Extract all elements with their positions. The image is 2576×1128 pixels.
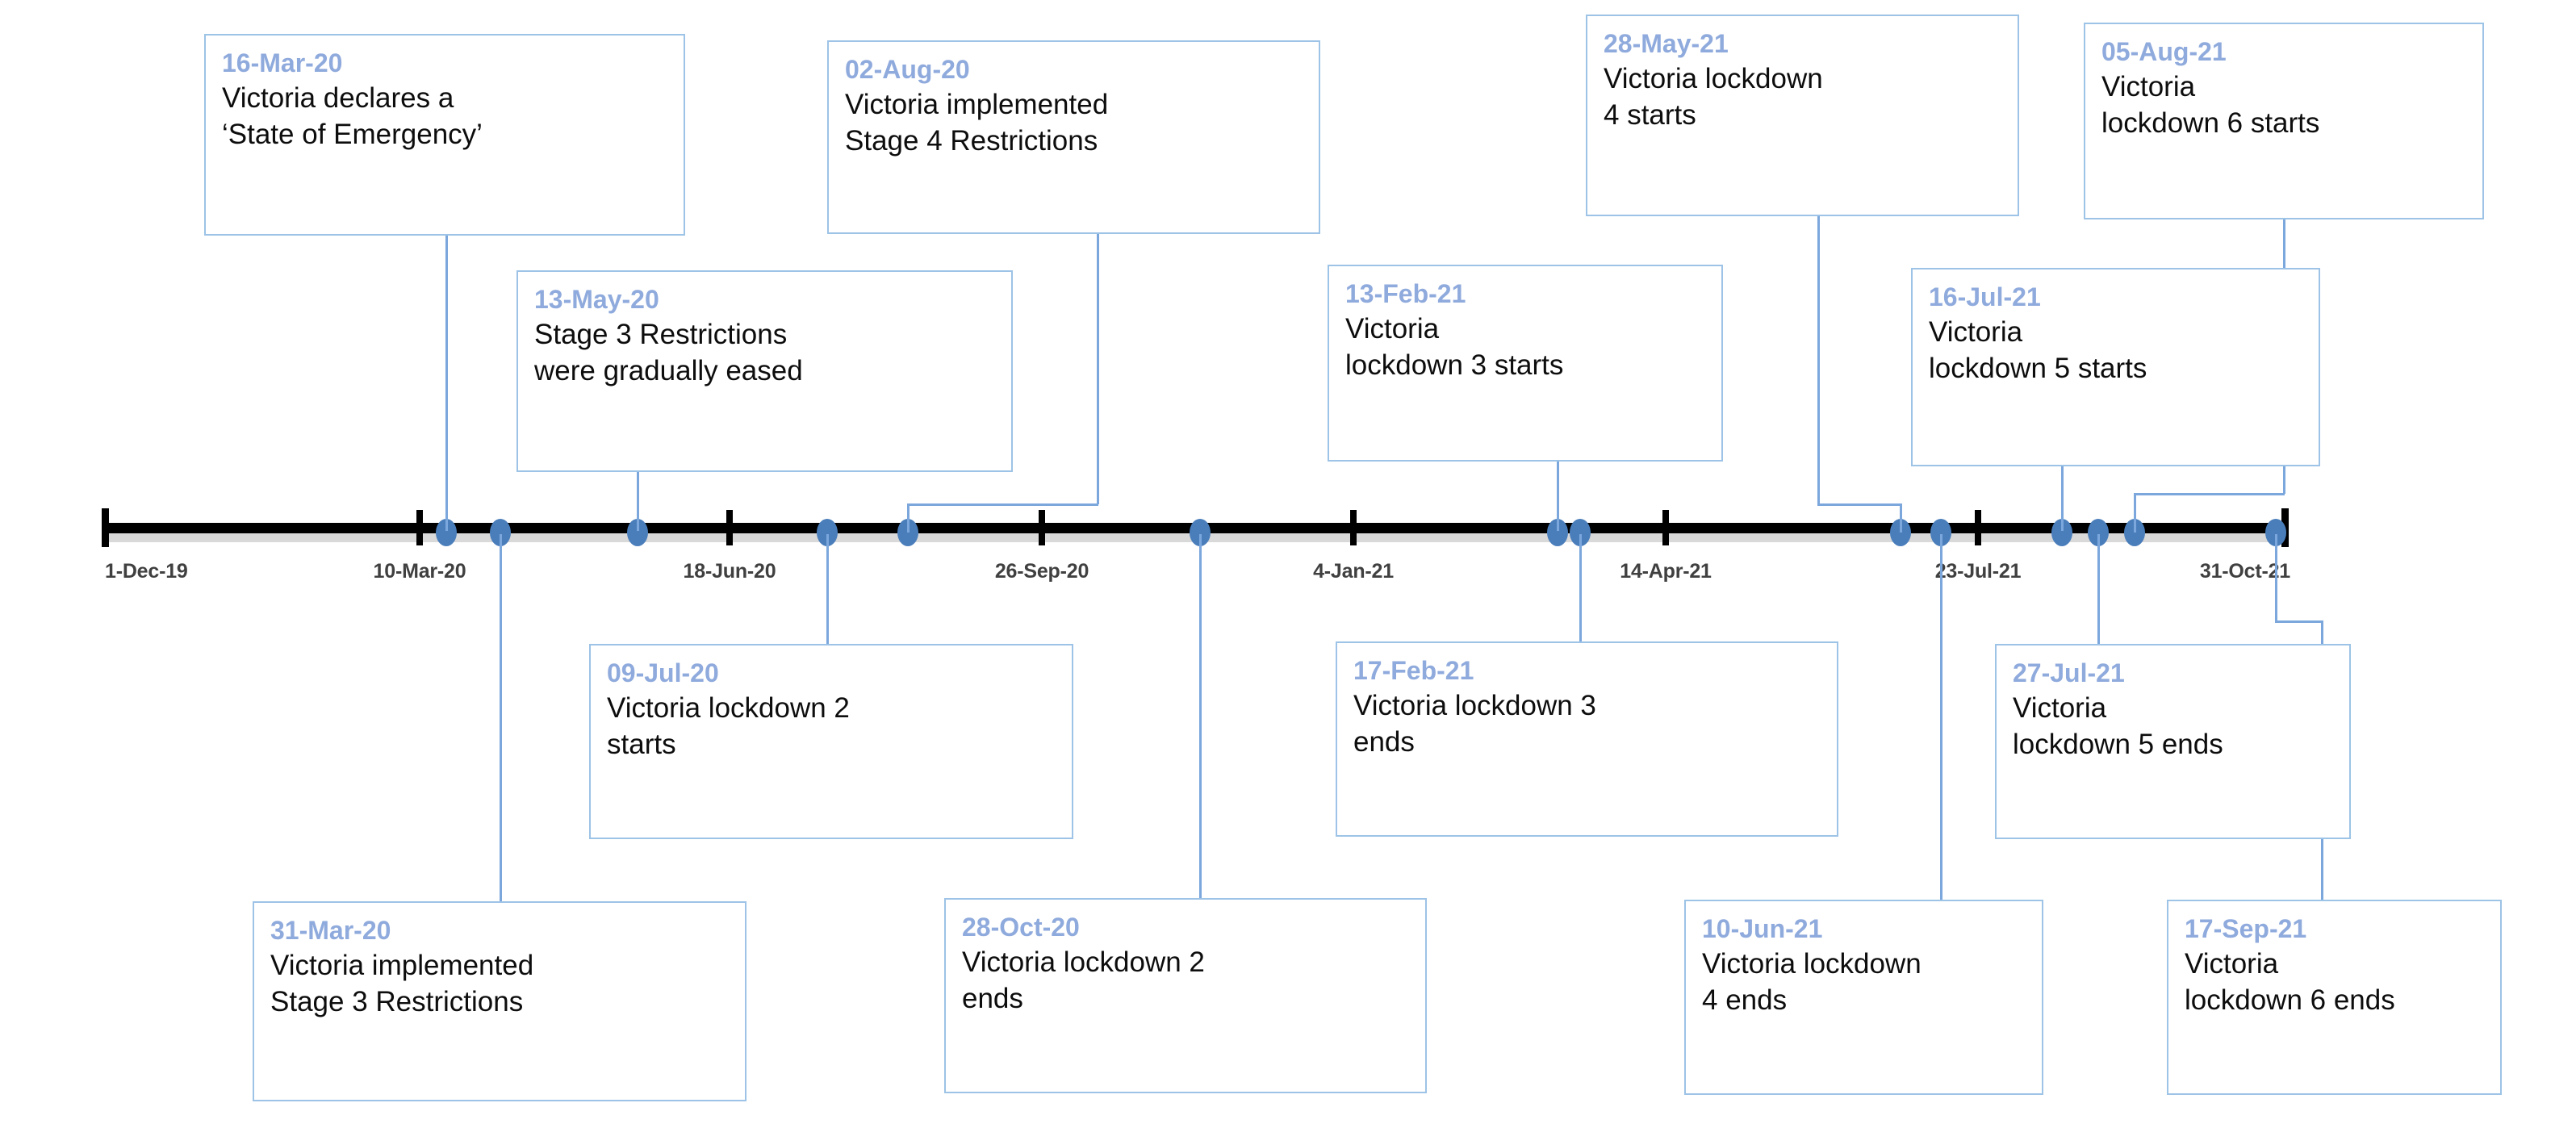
callout-17-sep-21[interactable]: 17-Sep-21 Victoria lockdown 6 ends <box>2167 900 2502 1095</box>
callout-text: Victoria declares a ‘State of Emergency’ <box>222 82 483 151</box>
callout-date: 16-Jul-21 <box>1929 282 2041 311</box>
axis-label-1-dec-19: 1-Dec-19 <box>105 560 188 583</box>
callout-02-aug-20[interactable]: 02-Aug-20 Victoria implemented Stage 4 R… <box>827 40 1320 234</box>
axis-tick-6 <box>1662 510 1669 545</box>
axis-start-cap <box>102 508 109 547</box>
callout-text: Victoria lockdown 3 ends <box>1353 690 1596 758</box>
connector-05-aug-21-h <box>2134 493 2285 495</box>
callout-text: Victoria implemented Stage 3 Restriction… <box>270 950 534 1018</box>
connector-27-jul-21 <box>2097 534 2100 645</box>
callout-date: 27-Jul-21 <box>2013 658 2125 687</box>
callout-text: Victoria implemented Stage 4 Restriction… <box>845 89 1109 157</box>
callout-16-jul-21[interactable]: 16-Jul-21 Victoria lockdown 5 starts <box>1911 268 2320 466</box>
axis-label-10-mar-20: 10-Mar-20 <box>373 560 466 583</box>
axis-label-14-apr-21: 14-Apr-21 <box>1620 560 1712 583</box>
callout-date: 10-Jun-21 <box>1702 914 1823 943</box>
callout-text: Stage 3 Restrictions were gradually ease… <box>534 319 803 387</box>
callout-09-jul-20[interactable]: 09-Jul-20 Victoria lockdown 2 starts <box>589 644 1073 839</box>
callout-date: 28-May-21 <box>1604 29 1729 58</box>
connector-16-jul-21 <box>2061 466 2064 531</box>
axis-label-4-jan-21: 4-Jan-21 <box>1313 560 1394 583</box>
callout-text: Victoria lockdown 6 starts <box>2101 71 2320 140</box>
connector-28-may-21-h <box>1817 503 1901 506</box>
callout-17-feb-21[interactable]: 17-Feb-21 Victoria lockdown 3 ends <box>1336 641 1838 837</box>
connector-13-may-20 <box>637 472 639 531</box>
axis-tick-5 <box>1350 510 1357 545</box>
connector-28-oct-20 <box>1199 534 1202 900</box>
callout-13-feb-21[interactable]: 13-Feb-21 Victoria lockdown 3 starts <box>1328 265 1723 462</box>
callout-date: 16-Mar-20 <box>222 48 343 77</box>
connector-28-may-21-v1 <box>1817 216 1820 504</box>
callout-date: 09-Jul-20 <box>607 658 719 687</box>
connector-09-jul-20 <box>826 534 829 645</box>
connector-17-feb-21 <box>1579 534 1582 643</box>
connector-31-mar-20 <box>500 534 502 903</box>
callout-date: 17-Sep-21 <box>2185 914 2307 943</box>
axis-tick-3 <box>726 510 733 545</box>
callout-date: 31-Mar-20 <box>270 916 391 945</box>
axis-tick-2 <box>416 510 423 545</box>
axis-label-18-jun-20: 18-Jun-20 <box>683 560 776 583</box>
connector-17-sep-21-v2 <box>2275 534 2277 623</box>
callout-13-may-20[interactable]: 13-May-20 Stage 3 Restrictions were grad… <box>516 270 1013 472</box>
connector-05-aug-21-v2 <box>2134 493 2136 533</box>
connector-16-mar-20 <box>445 234 448 531</box>
callout-date: 17-Feb-21 <box>1353 656 1474 685</box>
callout-text: Victoria lockdown 5 starts <box>1929 316 2147 385</box>
axis-label-23-jul-21: 23-Jul-21 <box>1934 560 2022 583</box>
connector-02-aug-20-v1 <box>1097 234 1099 504</box>
axis-tick-4 <box>1039 510 1045 545</box>
connector-10-jun-21 <box>1940 534 1942 901</box>
callout-28-may-21[interactable]: 28-May-21 Victoria lockdown 4 starts <box>1586 15 2019 216</box>
axis-tick-7 <box>1975 510 1981 545</box>
callout-16-mar-20[interactable]: 16-Mar-20 Victoria declares a ‘State of … <box>204 34 685 236</box>
callout-text: Victoria lockdown 3 starts <box>1345 313 1564 382</box>
connector-02-aug-20-h <box>907 503 1098 506</box>
callout-27-jul-21[interactable]: 27-Jul-21 Victoria lockdown 5 ends <box>1995 644 2351 839</box>
callout-date: 02-Aug-20 <box>845 55 970 84</box>
callout-date: 28-Oct-20 <box>962 913 1080 942</box>
callout-date: 05-Aug-21 <box>2101 37 2227 66</box>
connector-28-may-21-v2 <box>1900 503 1902 533</box>
callout-05-aug-21[interactable]: 05-Aug-21 Victoria lockdown 6 starts <box>2084 23 2484 219</box>
callout-31-mar-20[interactable]: 31-Mar-20 Victoria implemented Stage 3 R… <box>253 901 746 1101</box>
callout-date: 13-May-20 <box>534 285 659 314</box>
callout-text: Victoria lockdown 5 ends <box>2013 692 2223 761</box>
connector-17-sep-21-h <box>2275 620 2323 623</box>
callout-28-oct-20[interactable]: 28-Oct-20 Victoria lockdown 2 ends <box>944 898 1427 1093</box>
callout-text: Victoria lockdown 2 starts <box>607 692 850 761</box>
callout-text: Victoria lockdown 4 ends <box>1702 948 1922 1017</box>
callout-date: 13-Feb-21 <box>1345 279 1466 308</box>
callout-text: Victoria lockdown 4 starts <box>1604 63 1823 132</box>
connector-13-feb-21 <box>1557 462 1559 531</box>
callout-10-jun-21[interactable]: 10-Jun-21 Victoria lockdown 4 ends <box>1684 900 2043 1095</box>
callout-text: Victoria lockdown 6 ends <box>2185 948 2395 1017</box>
axis-label-26-sep-20: 26-Sep-20 <box>994 560 1089 583</box>
connector-02-aug-20-v2 <box>907 503 910 533</box>
callout-text: Victoria lockdown 2 ends <box>962 946 1205 1015</box>
